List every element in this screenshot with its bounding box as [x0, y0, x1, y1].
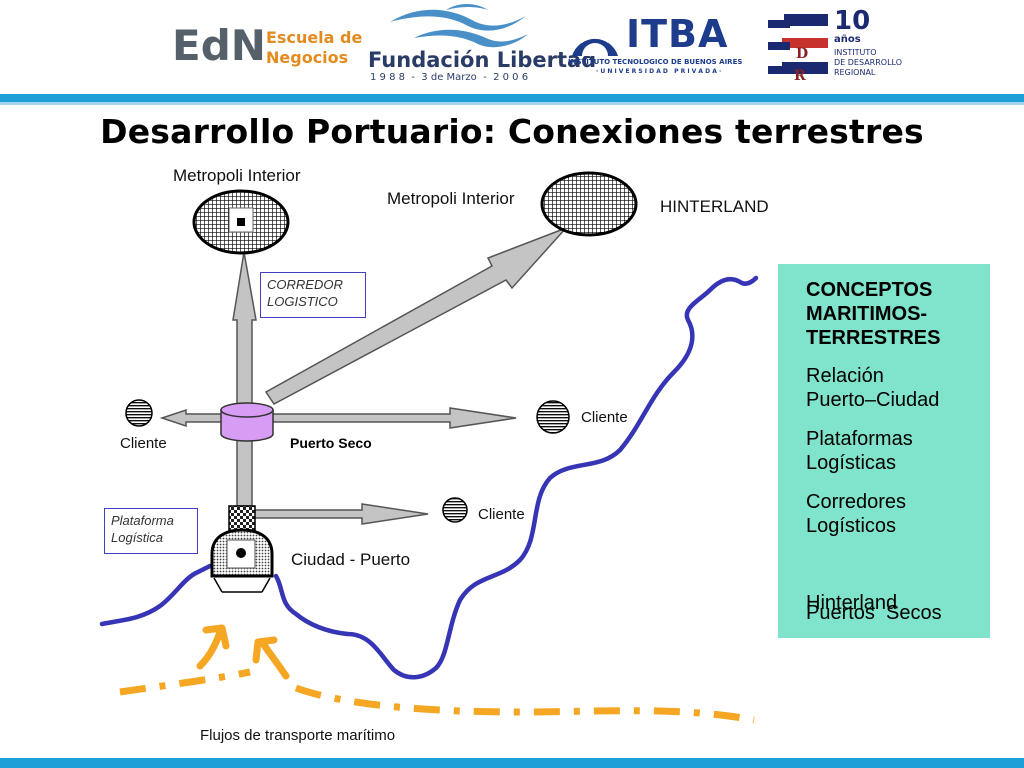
- cliente-left-label: Cliente: [120, 435, 167, 452]
- flow-arrow-right: [252, 636, 290, 680]
- wave-icon: [390, 4, 528, 48]
- header-logos: EdN Escuela de Negocios Fundación Libert…: [0, 0, 1024, 96]
- metropoli-left-label: Metropoli Interior: [173, 166, 301, 185]
- corredor-logistico-label: CORREDOR LOGISTICO: [260, 272, 366, 318]
- idr-line2: DE DESARROLLO: [834, 58, 903, 67]
- metropoli-right-node: [540, 171, 638, 237]
- corredor-line1: CORREDOR: [267, 277, 343, 292]
- itba-line2: · U N I V E R S I D A D P R I V A D A ·: [596, 68, 722, 75]
- metropoli-left-core: [237, 218, 245, 226]
- plataforma-node: [228, 505, 256, 533]
- maritime-flow-line: [119, 668, 755, 724]
- concept-item-line1: Relación: [806, 365, 884, 387]
- edn-logo-line2: Negocios: [266, 48, 349, 67]
- edn-logo-mark: EdN: [172, 21, 266, 70]
- cliente-bottom-node: [442, 497, 468, 523]
- river-line: [99, 275, 759, 680]
- itba-line1: INSTITUTO TECNOLOGICO DE BUENOS AIRES: [568, 58, 743, 66]
- cliente-left-node: [125, 399, 153, 427]
- fundacion-libertad-tagline: 1 9 8 8 - 3 de Marzo - 2 0 0 6: [370, 72, 529, 83]
- idr-emblem-icon: D R: [768, 14, 828, 80]
- header-band: [0, 94, 1024, 102]
- concept-item-line2: Puerto–Ciudad: [806, 389, 940, 411]
- itba-emblem-icon: [572, 20, 618, 56]
- arrow-up-metropoli: [232, 251, 257, 407]
- concept-item-line2: Logísticas: [806, 452, 897, 474]
- edn-logo: EdN Escuela de Negocios: [172, 22, 362, 74]
- fundacion-libertad-name: Fundación Libertad: [368, 48, 597, 72]
- concept-item-line2: Logísticos: [806, 515, 897, 537]
- concepts-heading: CONCEPTOS MARITIMOS- TERRESTRES: [806, 278, 940, 350]
- arrow-diagonal-metropoli: [264, 227, 567, 405]
- concepts-heading-line1: CONCEPTOS: [806, 279, 933, 301]
- concept-item: Puertos Secos: [806, 553, 942, 673]
- connector-shaft: [236, 439, 253, 507]
- cliente-right-node: [536, 400, 570, 434]
- concept-item-line1: Corredores: [806, 491, 907, 513]
- plataforma-logistica-label: Plataforma Logística: [104, 508, 198, 554]
- concept-item: Relación Puerto–Ciudad: [806, 364, 939, 412]
- cliente-bottom-label: Cliente: [478, 506, 525, 523]
- footer-band: [0, 758, 1024, 768]
- arrow-plataforma-cliente: [253, 503, 429, 525]
- svg-text:R: R: [794, 68, 806, 80]
- ciudad-puerto-label: Ciudad - Puerto: [291, 550, 411, 569]
- concepts-panel: CONCEPTOS MARITIMOS- TERRESTRES Relación…: [778, 264, 990, 638]
- flow-arrow-left: [196, 624, 230, 670]
- puerto-seco-label: Puerto Seco: [290, 435, 372, 451]
- concept-item: Corredores Logísticos: [806, 490, 906, 538]
- plataforma-line2: Logística: [111, 530, 164, 545]
- concept-item-line1: Hinterland: [806, 592, 898, 614]
- puerto-seco-node: [220, 402, 274, 442]
- idr-years-label: años: [834, 34, 861, 45]
- plataforma-line1: Plataforma: [111, 513, 174, 528]
- concepts-heading-line3: TERRESTRES: [806, 327, 941, 349]
- concepts-heading-line2: MARITIMOS-: [806, 303, 928, 325]
- concept-item-line1: Plataformas: [806, 428, 913, 450]
- itba-name: ITBA: [626, 12, 729, 56]
- ciudad-puerto-node: [210, 528, 274, 593]
- idr-line3: REGIONAL: [834, 68, 876, 77]
- concept-item-line1: Puertos Secos: [806, 602, 942, 624]
- concept-item: Plataformas Logísticas: [806, 427, 913, 475]
- hinterland-label: HINTERLAND: [660, 197, 769, 216]
- header-band-shadow: [0, 102, 1024, 105]
- cliente-right-label: Cliente: [581, 409, 628, 426]
- slide-title: Desarrollo Portuario: Conexiones terrest…: [100, 112, 924, 151]
- metropoli-right-label: Metropoli Interior: [387, 189, 515, 208]
- idr-logo: D R 10 años INSTITUTO DE DESARROLLO REGI…: [762, 6, 912, 84]
- svg-text:D: D: [796, 46, 808, 62]
- fundacion-libertad-logo: Fundación Libertad 1 9 8 8 - 3 de Marzo …: [366, 2, 596, 86]
- flujos-label: Flujos de transporte marítimo: [200, 727, 396, 744]
- concept-item: Hinterland: [806, 591, 897, 615]
- idr-line1: INSTITUTO: [834, 48, 877, 57]
- itba-logo: ITBA INSTITUTO TECNOLOGICO DE BUENOS AIR…: [566, 12, 750, 78]
- arrow-horizontal-clientes: [159, 407, 517, 429]
- edn-logo-line1: Escuela de: [266, 28, 363, 47]
- idr-years: 10: [834, 6, 871, 36]
- corredor-line2: LOGISTICO: [267, 294, 338, 309]
